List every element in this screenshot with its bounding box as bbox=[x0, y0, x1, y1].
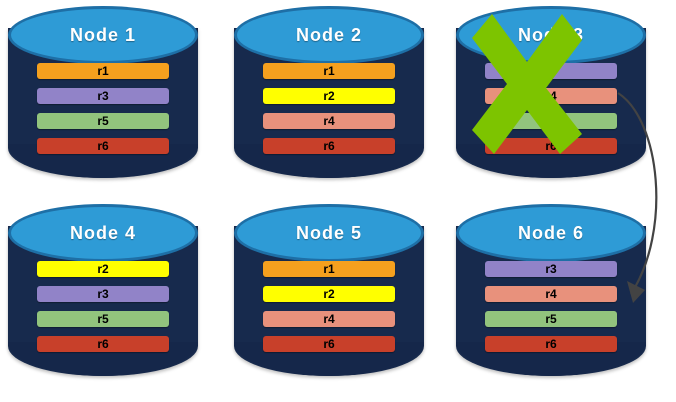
replica-bar[interactable]: r6 bbox=[263, 336, 395, 352]
node-4[interactable]: Node 4 r2 r3 r5 r6 bbox=[8, 204, 198, 392]
node-1[interactable]: Node 1 r1 r3 r5 r6 bbox=[8, 6, 198, 194]
node-2-top bbox=[234, 6, 424, 64]
replica-bar[interactable]: r3 bbox=[485, 63, 617, 79]
node-5-title: Node 5 bbox=[295, 222, 362, 243]
replica-bar[interactable]: r4 bbox=[263, 113, 395, 129]
node-3[interactable]: Node 3 r3 r4 r5 r6 bbox=[456, 6, 646, 194]
node-2-replicas: r1 r2 r4 r6 bbox=[263, 63, 395, 154]
node-6[interactable]: Node 6 r3 r4 r5 r6 bbox=[456, 204, 646, 392]
node-1-replicas: r1 r3 r5 r6 bbox=[37, 63, 169, 154]
node-2-title: Node 2 bbox=[295, 24, 362, 45]
node-5[interactable]: Node 5 r1 r2 r4 r6 bbox=[234, 204, 424, 392]
replica-bar[interactable]: r5 bbox=[37, 113, 169, 129]
node-6-title: Node 6 bbox=[517, 222, 584, 243]
replica-bar[interactable]: r1 bbox=[37, 63, 169, 79]
replica-bar[interactable]: r1 bbox=[263, 63, 395, 79]
replica-bar[interactable]: r6 bbox=[485, 138, 617, 154]
node-4-replicas: r2 r3 r5 r6 bbox=[37, 261, 169, 352]
node-5-replicas: r1 r2 r4 r6 bbox=[263, 261, 395, 352]
node-4-top bbox=[8, 204, 198, 262]
node-4-title: Node 4 bbox=[69, 222, 136, 243]
replica-bar[interactable]: r4 bbox=[263, 311, 395, 327]
node-3-title: Node 3 bbox=[517, 24, 584, 45]
replica-bar[interactable]: r6 bbox=[37, 336, 169, 352]
replica-bar[interactable]: r4 bbox=[485, 88, 617, 104]
node-1-top bbox=[8, 6, 198, 64]
node-6-replicas: r3 r4 r5 r6 bbox=[485, 261, 617, 352]
node-1-title: Node 1 bbox=[69, 24, 136, 45]
replica-bar[interactable]: r6 bbox=[485, 336, 617, 352]
node-3-replicas: r3 r4 r5 r6 bbox=[485, 63, 617, 154]
node-5-top bbox=[234, 204, 424, 262]
replica-bar[interactable]: r4 bbox=[485, 286, 617, 302]
replica-bar[interactable]: r3 bbox=[37, 286, 169, 302]
replica-bar[interactable]: r2 bbox=[37, 261, 169, 277]
node-2[interactable]: Node 2 r1 r2 r4 r6 bbox=[234, 6, 424, 194]
replica-bar[interactable]: r2 bbox=[263, 88, 395, 104]
replica-bar[interactable]: r5 bbox=[485, 113, 617, 129]
replica-bar[interactable]: r2 bbox=[263, 286, 395, 302]
replica-bar[interactable]: r5 bbox=[37, 311, 169, 327]
replica-bar[interactable]: r6 bbox=[263, 138, 395, 154]
replica-bar[interactable]: r1 bbox=[263, 261, 395, 277]
replica-bar[interactable]: r6 bbox=[37, 138, 169, 154]
replica-bar[interactable]: r3 bbox=[485, 261, 617, 277]
replica-bar[interactable]: r5 bbox=[485, 311, 617, 327]
node-6-top bbox=[456, 204, 646, 262]
replica-bar[interactable]: r3 bbox=[37, 88, 169, 104]
